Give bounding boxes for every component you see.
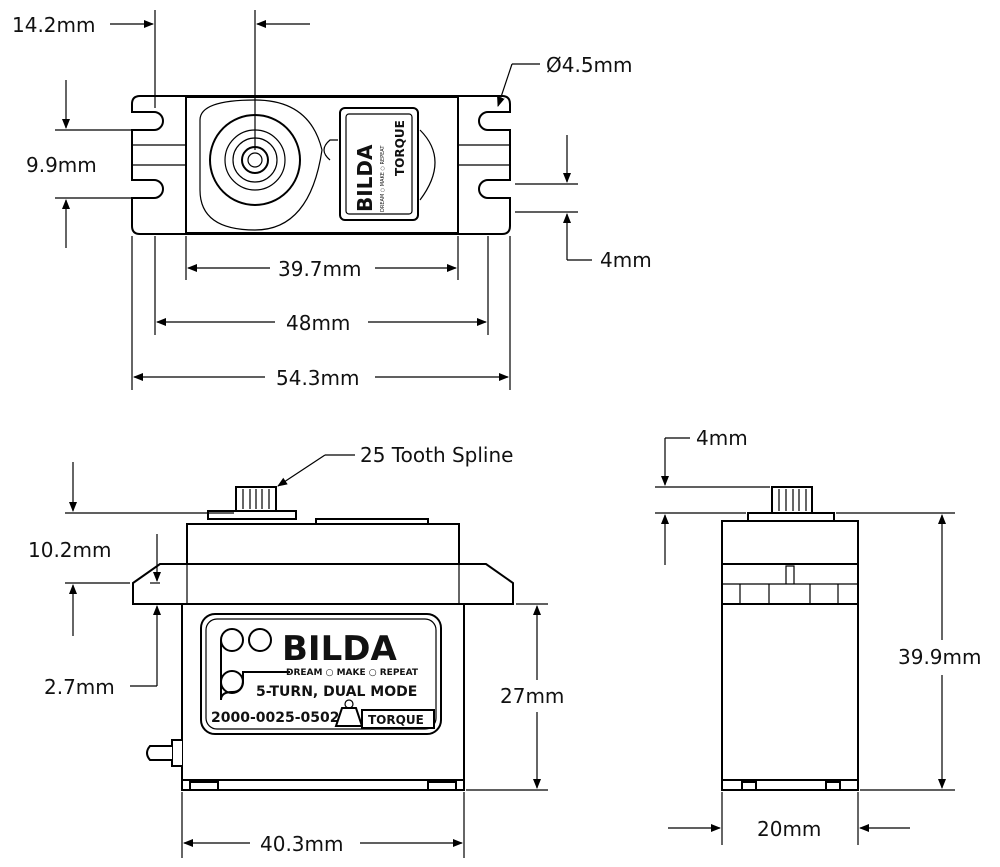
callout-spline: 25 Tooth Spline	[360, 443, 513, 467]
side-view-lower-case	[721, 603, 859, 781]
dim-overall-length: 54.3mm	[276, 366, 360, 390]
front-label-mode: 5-TURN, DUAL MODE	[256, 684, 417, 700]
dim-body-width: 40.3mm	[260, 832, 344, 856]
front-view-top-case	[186, 523, 460, 565]
front-label-part-number: 2000-0025-0502	[211, 710, 340, 726]
dim-hole-spacing: 9.9mm	[26, 153, 97, 177]
weight-icon	[334, 707, 364, 727]
front-view: BILDA DREAM ○ MAKE ○ REPEAT 5-TURN, DUAL…	[28, 443, 564, 858]
front-view-flange	[132, 563, 514, 605]
front-label-brand: BILDA	[282, 629, 397, 669]
top-view-label: BILDA DREAM ○ MAKE ○ REPEAT TORQUE	[339, 107, 419, 221]
top-view-gear-bump	[419, 129, 436, 201]
top-view: BILDA DREAM ○ MAKE ○ REPEAT TORQUE 14.2m…	[12, 10, 652, 390]
dim-lower-height: 27mm	[500, 684, 564, 708]
top-label-brand: BILDA	[353, 144, 377, 212]
dim-flange-thickness: 2.7mm	[44, 675, 115, 699]
front-view-label: BILDA DREAM ○ MAKE ○ REPEAT 5-TURN, DUAL…	[200, 613, 442, 735]
dim-hole-pitch: 48mm	[286, 311, 350, 335]
top-view-output-boss	[199, 99, 323, 231]
front-label-tagline: DREAM ○ MAKE ○ REPEAT	[286, 668, 419, 678]
side-view-top-case	[721, 520, 859, 565]
dim-hole-diameter: Ø4.5mm	[546, 53, 633, 77]
top-label-variant: TORQUE	[393, 120, 407, 176]
top-label-tagline: DREAM ○ MAKE ○ REPEAT	[380, 145, 386, 212]
dim-hole-offset: 14.2mm	[12, 13, 96, 37]
dim-slot-width: 4mm	[600, 248, 652, 272]
front-label-variant: TORQUE	[368, 713, 424, 727]
side-view: 4mm 39.9mm 20mm	[655, 426, 982, 845]
dim-overall-height: 39.9mm	[898, 645, 982, 669]
front-view-cable-boot	[146, 745, 172, 761]
dim-body-length: 39.7mm	[278, 257, 362, 281]
dim-spline-height: 10.2mm	[28, 538, 112, 562]
dim-side-spline-height: 4mm	[696, 426, 748, 450]
dim-depth: 20mm	[757, 817, 821, 841]
